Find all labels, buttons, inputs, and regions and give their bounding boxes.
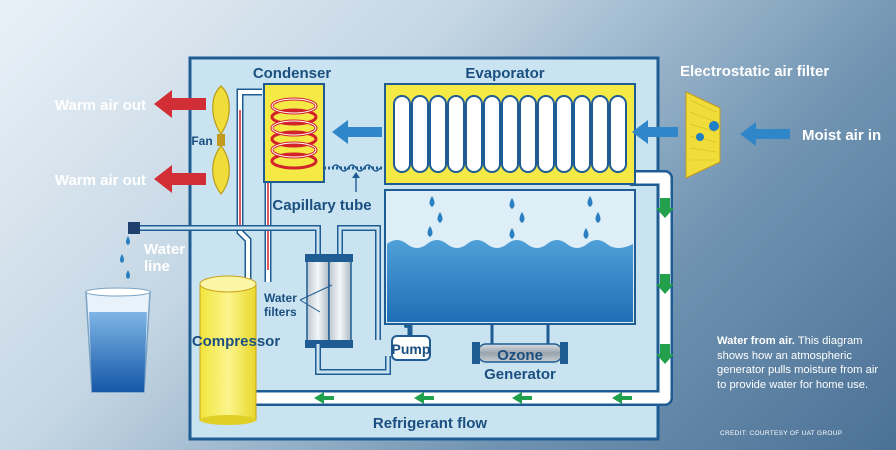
water-line-drops [120, 236, 130, 279]
ozone-label-1: Ozone [497, 347, 543, 364]
caption-title: Water from air. [717, 335, 795, 347]
moist-air-in-label: Moist air in [802, 127, 881, 144]
fan-label: Fan [191, 134, 212, 148]
pump-label: Pump [392, 341, 431, 357]
condenser-label: Condenser [253, 65, 332, 82]
air-flow-arrows [332, 120, 790, 146]
water-filters [305, 254, 353, 348]
water-line-nozzle [128, 222, 140, 234]
warm-air-out-label-bottom: Warm air out [55, 172, 146, 189]
ozone-label-2: Generator [484, 366, 556, 383]
water-filters-label-1: Water [264, 291, 297, 305]
water-line-label-1: Water [144, 241, 185, 258]
water-filters-label-2: filters [264, 305, 297, 319]
refrigerant-flow-arrows [314, 198, 674, 404]
compressor [199, 275, 257, 425]
electrostatic-filter [685, 91, 721, 179]
fan [212, 85, 230, 195]
warm-air-arrows [154, 90, 206, 193]
refrigerant-flow-label: Refrigerant flow [373, 415, 488, 432]
evaporator-coil [393, 95, 627, 173]
caption-body: This diagram shows how an atmospheric ge… [717, 335, 879, 391]
evaporator-label: Evaporator [465, 65, 544, 82]
warm-air-out-label-top: Warm air out [55, 97, 146, 114]
water-glass [85, 287, 151, 393]
capillary-tube-label: Capillary tube [272, 197, 371, 214]
condensation-drops [427, 196, 601, 239]
water-tank-water [387, 240, 633, 322]
compressor-label: Compressor [192, 333, 281, 350]
caption-credit: CREDIT: COURTESY OF UAT GROUP [720, 430, 843, 437]
electrostatic-filter-label: Electrostatic air filter [680, 63, 829, 80]
caption: Water from air. This diagram shows how a… [717, 334, 889, 392]
water-line-label-2: line [144, 258, 170, 275]
